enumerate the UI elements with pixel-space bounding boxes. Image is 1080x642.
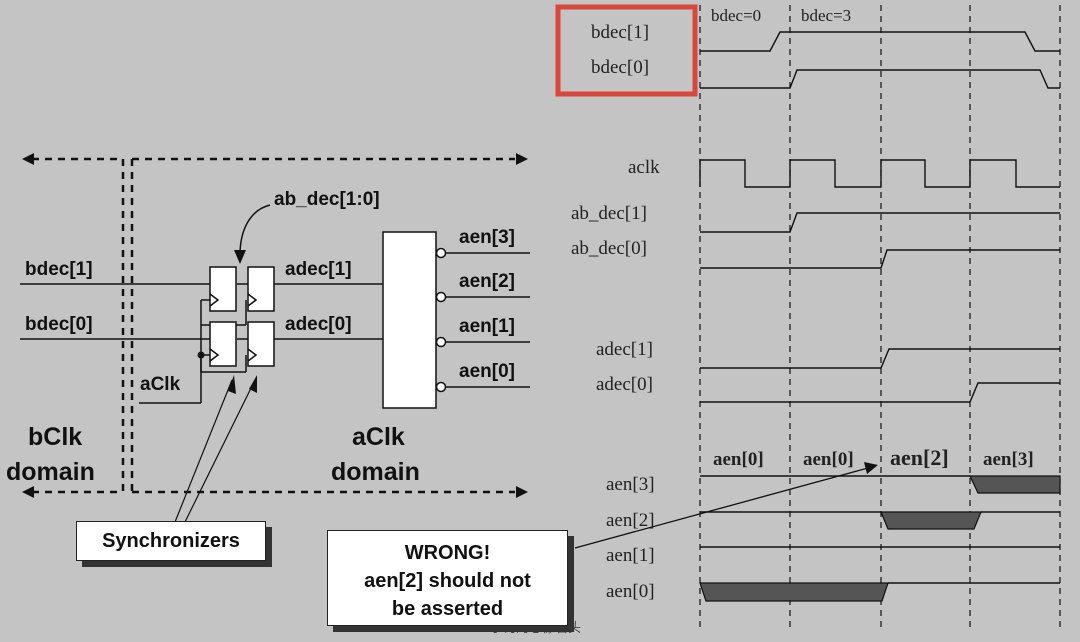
waveforms <box>699 31 1060 584</box>
sig-adec1: adec[1] <box>596 339 653 360</box>
sig-bdec1: bdec[1] <box>591 22 649 43</box>
clock-junction-dot <box>197 351 205 359</box>
sig-adec0: adec[0] <box>596 374 653 395</box>
label-aclk-domain-2: domain <box>331 458 420 486</box>
input-wires <box>20 283 383 404</box>
wave-adec0 <box>700 382 1060 403</box>
wave-ab-dec1 <box>700 212 1060 233</box>
phase-label-1: aen[0] <box>713 449 764 470</box>
domain-boundaries <box>32 157 515 494</box>
sig-aen2: aen[2] <box>606 510 655 531</box>
label-aen0-out: aen[0] <box>459 361 515 382</box>
timing-dashed-lines <box>699 5 1061 632</box>
label-aclk-input: aClk <box>140 374 181 395</box>
sig-aen3: aen[3] <box>606 474 655 495</box>
timing-header-bdec3: bdec=3 <box>801 6 851 25</box>
synchronizers-callout: Synchronizers <box>76 521 266 561</box>
sig-bdec0: bdec[0] <box>591 57 649 78</box>
ab-dec-arrowhead <box>234 250 246 264</box>
sig-aen0: aen[0] <box>606 581 655 602</box>
pulse-aen2 <box>880 511 982 530</box>
label-bdec1: bdec[1] <box>25 259 93 280</box>
wave-aclk <box>699 159 1060 188</box>
pulse-aen0 <box>699 582 889 602</box>
synchronizers-label: Synchronizers <box>102 530 240 552</box>
sig-ab-dec0: ab_dec[0] <box>571 238 647 259</box>
decoder-output-bubbles <box>435 247 447 393</box>
label-aclk-domain-1: aClk <box>352 423 405 451</box>
wave-ab-dec0 <box>700 249 1060 269</box>
ab-dec-arrow <box>239 204 271 256</box>
phase-label-2: aen[0] <box>803 449 854 470</box>
wrong-arrow <box>574 467 869 549</box>
label-aen1-out: aen[1] <box>459 316 515 337</box>
sig-ab-dec1: ab_dec[1] <box>571 203 647 224</box>
wrong-title: WRONG! <box>404 542 491 564</box>
label-aen2-out: aen[2] <box>459 271 515 292</box>
wrong-arrowhead <box>864 462 878 474</box>
decoder-block <box>382 231 437 409</box>
phase-label-3: aen[2] <box>890 445 949 470</box>
sig-aen1: aen[1] <box>606 545 655 566</box>
wrong-line-2: aen[2] should not <box>364 570 531 592</box>
label-ab-dec: ab_dec[1:0] <box>274 189 380 210</box>
phase-label-4: aen[3] <box>983 449 1034 470</box>
synchronizer-arrows <box>174 379 256 523</box>
decoder-output-wires <box>446 252 530 388</box>
label-bdec0: bdec[0] <box>25 314 93 335</box>
synchronizer-flops <box>209 266 275 367</box>
wave-adec1 <box>700 348 1060 369</box>
highlight-box <box>555 4 698 97</box>
wrong-line-3: be asserted <box>391 598 504 620</box>
timing-header-bdec0: bdec=0 <box>711 6 761 25</box>
label-adec0: adec[0] <box>285 314 352 335</box>
active-low-pulses <box>699 475 1061 602</box>
label-aen3-out: aen[3] <box>459 227 515 248</box>
sig-aclk: aclk <box>628 157 660 178</box>
wave-bdec0 <box>700 69 1060 89</box>
label-bclk-domain-1: bClk <box>28 423 82 451</box>
pulse-aen3 <box>969 475 1061 494</box>
label-adec1: adec[1] <box>285 259 352 280</box>
synchronizer-arrowheads <box>228 375 257 394</box>
label-bclk-domain-2: domain <box>6 458 95 486</box>
domain-arrowheads <box>22 153 528 498</box>
wave-bdec1 <box>700 31 1060 52</box>
timing-signal-names: bdec[1] bdec[0] aclk ab_dec[1] ab_dec[0]… <box>571 22 660 602</box>
wrong-callout: WRONG! aen[2] should not be asserted <box>327 530 568 626</box>
